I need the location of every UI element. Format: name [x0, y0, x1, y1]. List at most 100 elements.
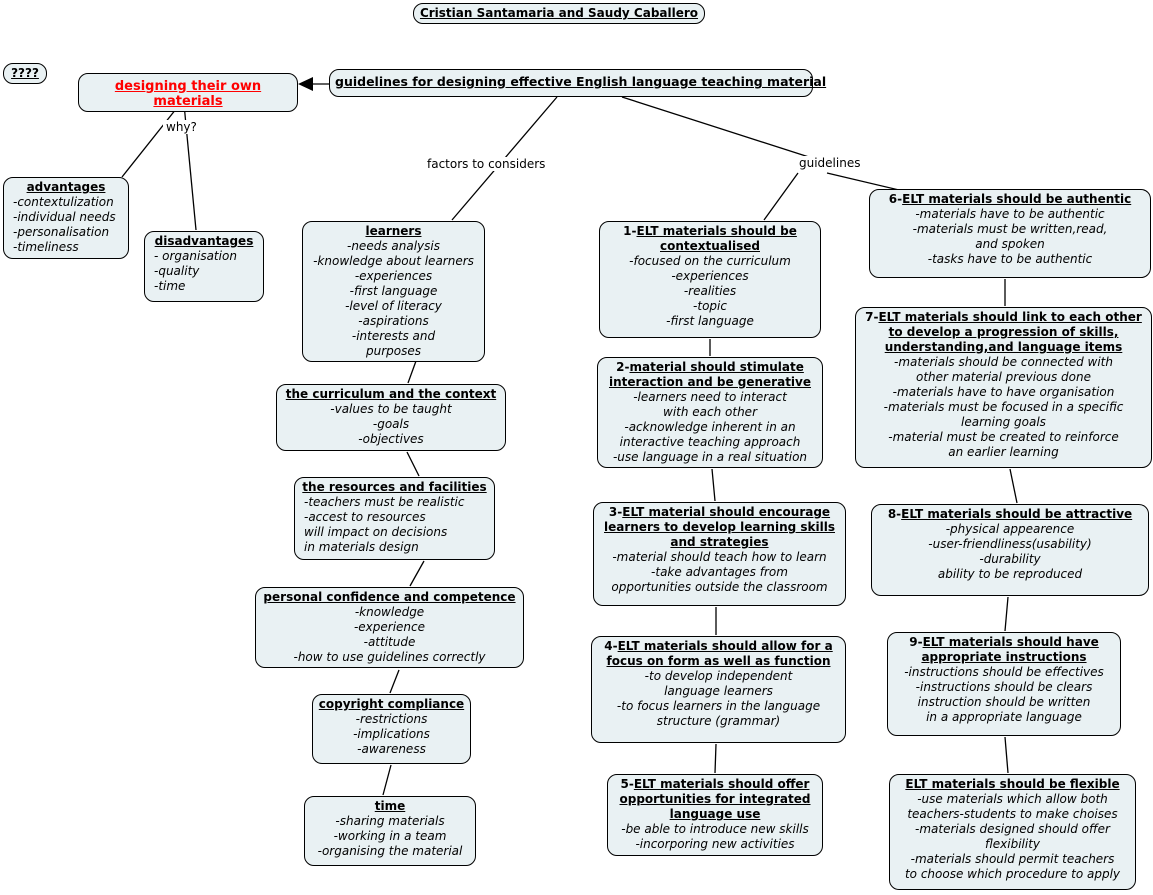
- node-item-line: -learners need to interact: [633, 390, 787, 404]
- node-title: 8-ELT materials should be attractive: [887, 507, 1133, 521]
- node-title: time: [374, 799, 406, 813]
- node-item-line: structure (grammar): [656, 714, 781, 728]
- node-items: -focused on the curriculum-experiences-r…: [605, 254, 815, 329]
- node-title: 4-ELT materials should allow for a focus…: [604, 639, 833, 668]
- node-item-line: will impact on decisions: [304, 525, 448, 539]
- node-guideline-6[interactable]: 6-ELT materials should be authentic -mat…: [869, 189, 1151, 278]
- node-item-line: -values to be taught: [330, 402, 452, 416]
- node-guideline-7[interactable]: 7-ELT materials should link to each othe…: [855, 307, 1152, 468]
- node-item-line: -focused on the curriculum: [629, 254, 791, 268]
- node-resources-facilities[interactable]: the resources and facilities -teachers m…: [294, 477, 495, 560]
- node-item-line: instruction should be written: [917, 695, 1091, 709]
- node-items: -restrictions-implications-awareness: [318, 712, 465, 757]
- node-item-line: -durability: [979, 552, 1041, 566]
- node-question[interactable]: ????: [3, 63, 47, 84]
- node-main-guidelines[interactable]: guidelines for designing effective Engli…: [329, 69, 827, 97]
- node-items: -physical appearence-user-friendliness(u…: [877, 522, 1143, 582]
- node-item-line: -materials have to be authentic: [915, 207, 1105, 221]
- node-item-line: -time: [154, 279, 186, 293]
- node-item-line: -tasks have to be authentic: [927, 252, 1093, 266]
- node-item-line: an earlier learning: [948, 445, 1059, 459]
- node-curriculum-context[interactable]: the curriculum and the context -values t…: [276, 384, 506, 451]
- node-guideline-2[interactable]: 2-material should stimulate interaction …: [597, 357, 823, 468]
- node-title: 3-ELT material should encourage learners…: [604, 505, 835, 549]
- node-title: 5-ELT materials should offer opportuniti…: [619, 777, 811, 821]
- node-item-line: interactive teaching approach: [619, 435, 801, 449]
- node-advantages[interactable]: advantages -contextulization-individual …: [3, 177, 129, 259]
- node-item-line: -experience: [353, 620, 426, 634]
- node-item-line: and spoken: [975, 237, 1045, 251]
- node-personal-confidence[interactable]: personal confidence and competence -know…: [255, 587, 524, 668]
- node-item-line: -instructions should be clears: [915, 680, 1093, 694]
- node-item-line: -level of literacy: [345, 299, 442, 313]
- node-item-line: -interests and: [351, 329, 436, 343]
- link-label-guidelines[interactable]: guidelines: [796, 156, 864, 170]
- node-title: personal confidence and competence: [263, 590, 516, 604]
- node-title: the curriculum and the context: [285, 387, 497, 401]
- node-item-line: flexibility: [985, 837, 1040, 851]
- node-title: guidelines for designing effective Engli…: [335, 74, 827, 89]
- node-item-line: -working in a team: [333, 829, 447, 843]
- node-item-line: -personalisation: [13, 225, 110, 239]
- node-items: -instructions should be effectives-instr…: [893, 665, 1115, 725]
- node-items: -teachers must be realistic-accest to re…: [300, 495, 489, 555]
- node-item-line: -materials must be focused in a specific: [883, 400, 1124, 414]
- node-title: 7-ELT materials should link to each othe…: [865, 310, 1142, 354]
- node-title: 1-ELT materials should be contextualised: [623, 224, 797, 253]
- node-item-line: -implications: [353, 727, 430, 741]
- node-item-line: -knowledge: [354, 605, 425, 619]
- node-item-line: -experiences: [354, 269, 433, 283]
- node-items: -knowledge-experience-attitude-how to us…: [261, 605, 518, 665]
- node-item-line: -material must be created to reinforce: [888, 430, 1119, 444]
- node-item-line: -material should teach how to learn: [612, 550, 827, 564]
- node-guideline-5[interactable]: 5-ELT materials should offer opportuniti…: [607, 774, 823, 856]
- node-item-line: to choose which procedure to apply: [904, 867, 1121, 881]
- node-title: designing their own materials: [114, 79, 262, 109]
- node-item-line: -goals: [372, 417, 410, 431]
- node-copyright-compliance[interactable]: copyright compliance -restrictions-impli…: [312, 694, 471, 764]
- node-item-line: teachers-students to make choises: [907, 807, 1118, 821]
- node-item-line: -materials have to have organisation: [892, 385, 1115, 399]
- node-time[interactable]: time -sharing materials-working in a tea…: [304, 796, 476, 866]
- node-item-line: -quality: [154, 264, 200, 278]
- node-item-line: with each other: [663, 405, 757, 419]
- node-item-line: -restrictions: [355, 712, 428, 726]
- node-designing-own-materials[interactable]: designing their own materials: [78, 73, 298, 112]
- node-item-line: -be able to introduce new skills: [621, 822, 809, 836]
- node-item-line: - organisation: [154, 249, 237, 263]
- node-item-line: -take advantages from: [651, 565, 788, 579]
- node-item-line: -timeliness: [13, 240, 79, 254]
- node-learners[interactable]: learners -needs analysis-knowledge about…: [302, 221, 485, 362]
- node-title: Cristian Santamaria and Saudy Caballero: [419, 6, 699, 20]
- node-item-line: opportunities outside the classroom: [611, 580, 828, 594]
- node-title: learners: [365, 224, 422, 238]
- node-title: 6-ELT materials should be authentic: [888, 192, 1132, 206]
- node-items: -contextulization-individual needs-perso…: [9, 195, 123, 255]
- node-item-line: -first language: [666, 314, 754, 328]
- node-guideline-4[interactable]: 4-ELT materials should allow for a focus…: [591, 636, 846, 743]
- node-authors[interactable]: Cristian Santamaria and Saudy Caballero: [413, 3, 705, 24]
- node-guideline-9[interactable]: 9-ELT materials should have appropriate …: [887, 632, 1121, 736]
- node-item-line: -materials must be written,read,: [912, 222, 1108, 236]
- node-item-line: -attitude: [363, 635, 416, 649]
- node-guideline-flexible[interactable]: ELT materials should be flexible -use ma…: [889, 774, 1136, 890]
- node-disadvantages[interactable]: disadvantages - organisation-quality-tim…: [144, 231, 264, 302]
- node-title: 2-material should stimulate interaction …: [608, 360, 812, 389]
- node-item-line: -how to use guidelines correctly: [293, 650, 486, 664]
- node-guideline-8[interactable]: 8-ELT materials should be attractive -ph…: [871, 504, 1149, 596]
- link-label-why[interactable]: why?: [163, 120, 200, 134]
- node-item-line: -first language: [349, 284, 438, 298]
- node-guideline-3[interactable]: 3-ELT material should encourage learners…: [593, 502, 846, 606]
- node-item-line: -use language in a real situation: [612, 450, 808, 464]
- node-item-line: -organising the material: [317, 844, 463, 858]
- node-item-line: -experiences: [671, 269, 749, 283]
- node-item-line: in materials design: [304, 540, 419, 554]
- link-label-factors[interactable]: factors to considers: [424, 157, 549, 171]
- node-guideline-1[interactable]: 1-ELT materials should be contextualised…: [599, 221, 821, 338]
- node-items: -materials have to be authentic-material…: [875, 207, 1145, 267]
- node-item-line: -physical appearence: [945, 522, 1075, 536]
- node-items: -be able to introduce new skills-incorpo…: [613, 822, 817, 852]
- node-item-line: -objectives: [358, 432, 424, 446]
